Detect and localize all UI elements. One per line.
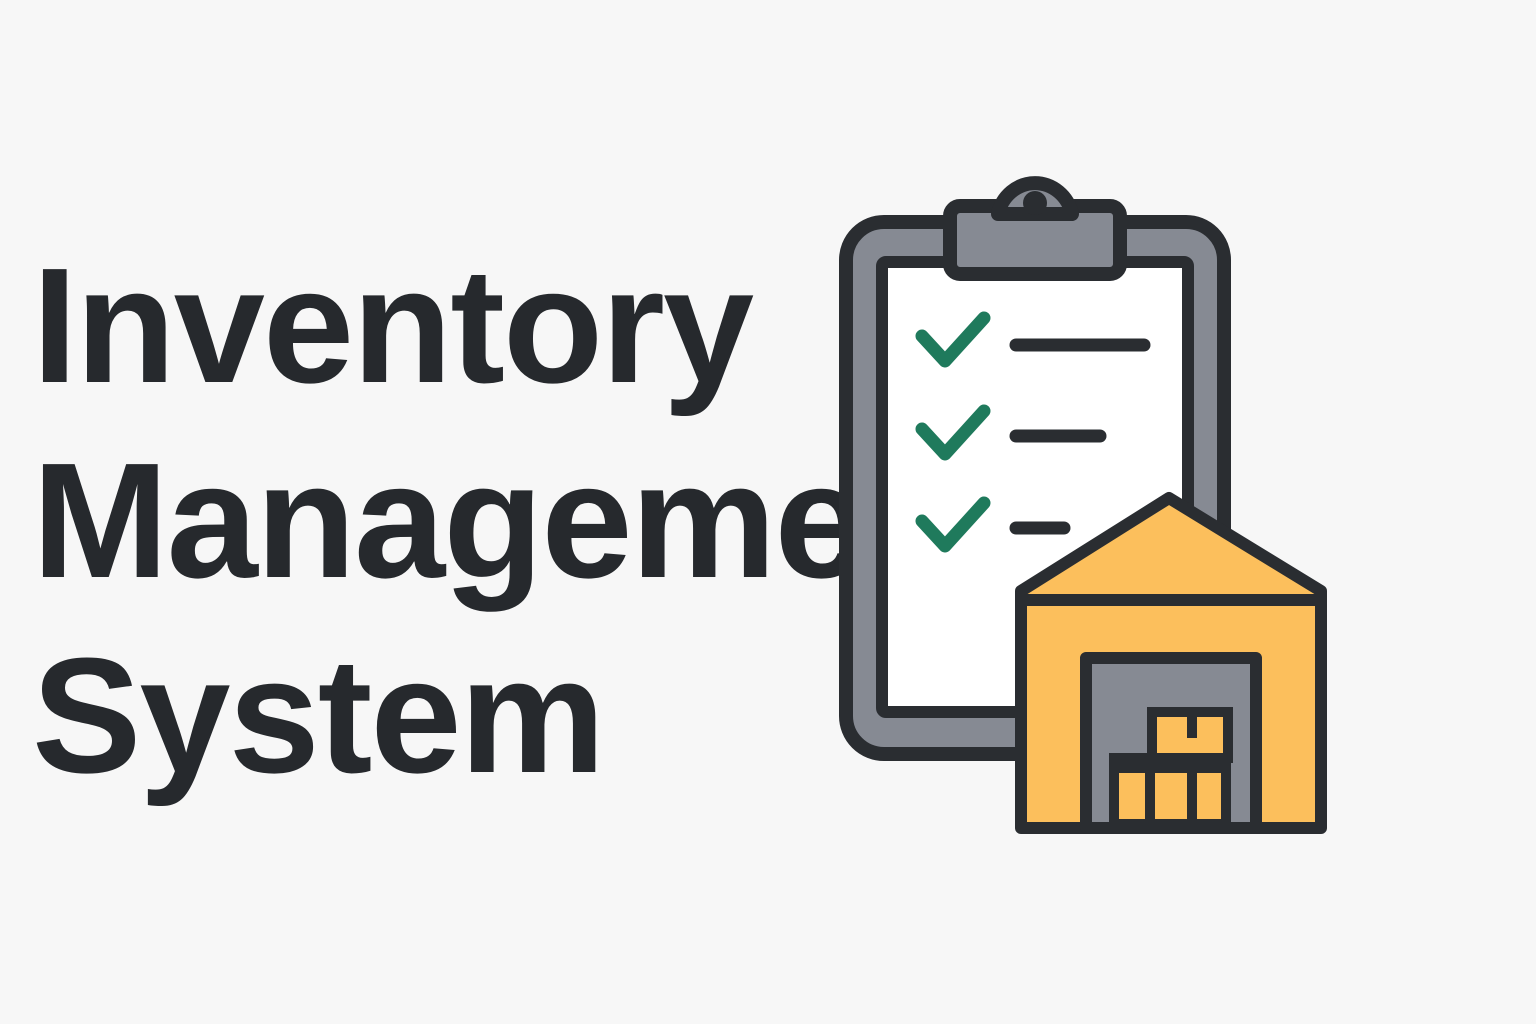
box-icon xyxy=(1109,753,1231,829)
title-line-1: Inventory xyxy=(32,234,754,417)
checklist xyxy=(915,311,1151,553)
checkmark-icon xyxy=(915,496,991,553)
page-title: Inventory Managemen System xyxy=(32,228,852,813)
box-icon xyxy=(1147,707,1233,763)
title-line-2: Managemen xyxy=(32,429,852,612)
checkmark-icon xyxy=(915,404,991,461)
title-line-3: System xyxy=(32,624,605,807)
checkmark-icon xyxy=(915,311,991,368)
inventory-illustration xyxy=(839,176,1327,834)
warehouse-icon xyxy=(1015,492,1327,834)
